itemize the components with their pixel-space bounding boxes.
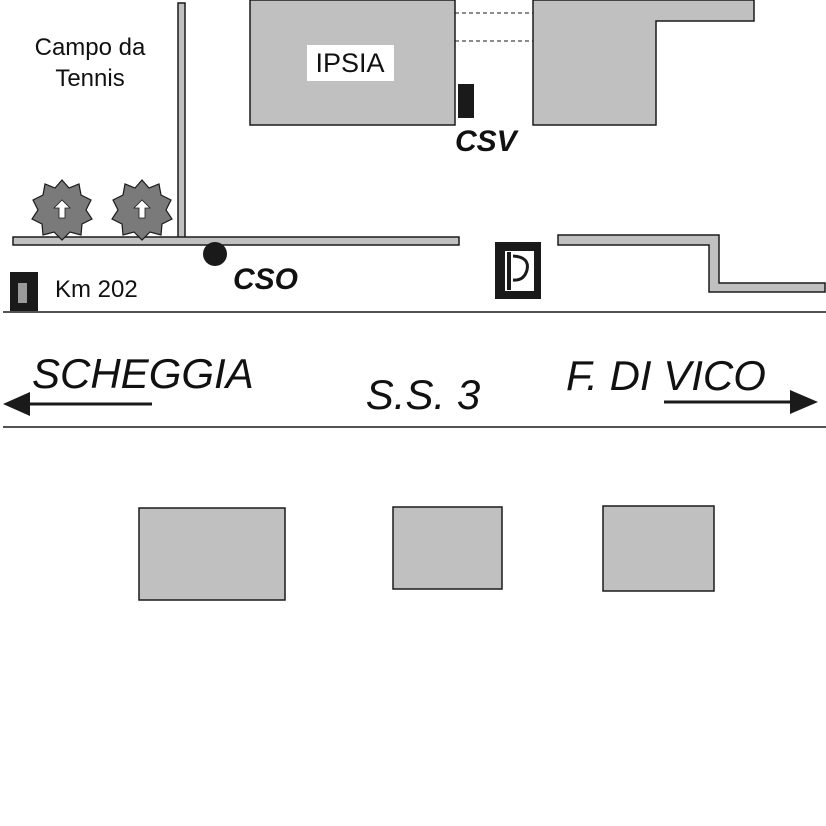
- building-south-2: [392, 506, 503, 590]
- parking-sign-icon: [495, 242, 541, 299]
- csv-marker: [458, 84, 474, 118]
- direction-left-label: SCHEGGIA: [32, 350, 254, 397]
- annex-building: [532, 0, 755, 126]
- building-south-1: [138, 507, 286, 601]
- tree-icon: [31, 179, 93, 241]
- cso-label: CSO: [233, 263, 298, 296]
- direction-right-label: F. DI VICO: [566, 352, 766, 399]
- arrow-right-icon: [664, 390, 818, 414]
- km-label: Km 202: [55, 276, 138, 303]
- csv-label: CSV: [455, 125, 520, 158]
- road-name-label: S.S. 3: [366, 371, 480, 418]
- tree-icon: [111, 179, 173, 241]
- tennis-label-line2: Tennis: [55, 65, 124, 92]
- building-south-3: [602, 505, 715, 592]
- tennis-label-line1: Campo da: [35, 34, 146, 61]
- cso-marker: [203, 242, 227, 266]
- arrow-left-icon: [3, 392, 152, 416]
- km-marker-icon: [10, 272, 38, 311]
- wall-right: [557, 234, 826, 293]
- ipsia-label-box: [307, 45, 394, 81]
- wall-left: [12, 236, 460, 246]
- vertical-wall: [177, 2, 186, 241]
- ipsia-label: IPSIA: [315, 48, 384, 78]
